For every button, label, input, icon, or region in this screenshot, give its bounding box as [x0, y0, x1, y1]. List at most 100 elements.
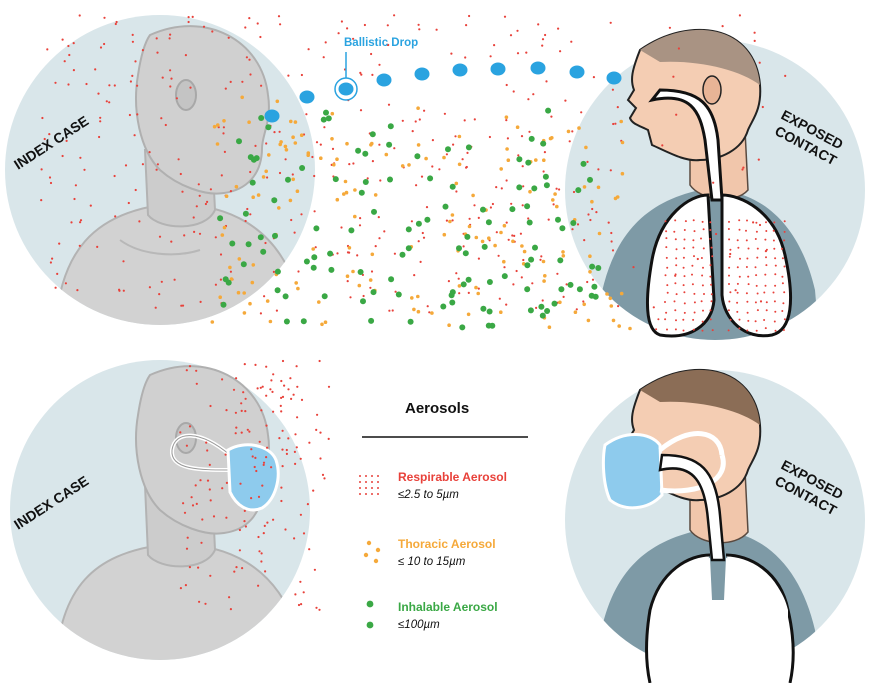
inhalable-particle: [568, 282, 574, 288]
thoracic-particle: [331, 112, 335, 116]
inhalable-particle: [461, 281, 467, 287]
respirable-particle: [363, 295, 365, 297]
thoracic-particle: [269, 320, 273, 324]
inhalable-particle: [528, 257, 534, 263]
respirable-particle: [169, 85, 171, 87]
respirable-particle: [263, 532, 265, 534]
lung-particle: [757, 309, 759, 311]
respirable-particle: [455, 272, 457, 274]
respirable-particle: [247, 429, 249, 431]
respirable-particle: [280, 410, 282, 412]
respirable-particle: [196, 205, 198, 207]
respirable-particle: [265, 142, 267, 144]
thoracic-particle: [374, 193, 378, 197]
thoracic-particle: [442, 156, 446, 160]
inhalable-particle: [540, 141, 546, 147]
inhalable-particle: [487, 309, 493, 315]
respirable-particle: [245, 525, 247, 527]
respirable-particle: [280, 397, 282, 399]
respirable-particle: [58, 243, 60, 245]
lung-particle: [739, 319, 741, 321]
respirable-particle: [142, 49, 144, 51]
respirable-particle: [264, 525, 266, 527]
lung-particle: [692, 247, 694, 249]
respirable-particle: [65, 282, 67, 284]
respirable-particle: [290, 398, 292, 400]
respirable-particle: [370, 53, 372, 55]
thoracic-particle: [553, 192, 557, 196]
lung-particle: [765, 285, 767, 287]
respirable-swatch-dot: [371, 493, 373, 495]
respirable-particle: [233, 571, 235, 573]
respirable-particle: [180, 173, 182, 175]
respirable-particle: [51, 258, 53, 260]
respirable-particle: [136, 113, 138, 115]
respirable-particle: [528, 131, 530, 133]
inhalable-particle: [528, 307, 534, 313]
respirable-particle: [318, 609, 320, 611]
respirable-particle: [125, 164, 127, 166]
inhalable-particle: [388, 276, 394, 282]
respirable-particle: [272, 373, 274, 375]
respirable-particle: [294, 463, 296, 465]
respirable-particle: [123, 290, 125, 292]
respirable-particle: [196, 503, 198, 505]
respirable-particle: [228, 37, 230, 39]
thoracic-particle: [549, 137, 553, 141]
respirable-particle: [181, 191, 183, 193]
respirable-particle: [250, 448, 252, 450]
respirable-particle: [259, 36, 261, 38]
lung-particle: [755, 320, 757, 322]
respirable-swatch-dot: [365, 481, 367, 483]
inhalable-particle: [575, 187, 581, 193]
lung-particle: [738, 219, 740, 221]
inhalable-particle: [248, 154, 254, 160]
inhalable-particle: [260, 249, 266, 255]
ballistic-drop: [453, 64, 468, 77]
respirable-particle: [282, 465, 284, 467]
inhalable-particle: [443, 204, 449, 210]
respirable-particle: [100, 46, 102, 48]
respirable-particle: [280, 405, 282, 407]
inhalable-particle: [250, 180, 256, 186]
respirable-particle: [341, 20, 343, 22]
respirable-particle: [521, 276, 523, 278]
respirable-particle: [542, 299, 544, 301]
thoracic-particle: [300, 133, 304, 137]
lung-particle: [703, 293, 705, 295]
respirable-particle: [742, 167, 744, 169]
lung-particle: [756, 285, 758, 287]
respirable-particle: [281, 449, 283, 451]
thoracic-particle: [243, 311, 247, 315]
inhalable-particle: [370, 131, 376, 137]
thoracic-particle: [211, 320, 215, 324]
respirable-particle: [279, 131, 281, 133]
thoracic-particle: [223, 226, 227, 230]
lung-particle: [684, 239, 686, 241]
respirable-particle: [135, 189, 137, 191]
respirable-particle: [158, 293, 160, 295]
respirable-particle: [541, 45, 543, 47]
lung-particle: [729, 256, 731, 258]
inhalable-particle: [387, 177, 393, 183]
respirable-particle: [340, 226, 342, 228]
thoracic-particle: [443, 233, 447, 237]
respirable-particle: [243, 520, 245, 522]
respirable-particle: [254, 457, 256, 459]
thoracic-particle: [605, 292, 609, 296]
lung-particle: [739, 276, 741, 278]
inhalable-swatch-icon: [367, 601, 374, 629]
respirable-particle: [504, 16, 506, 18]
thoracic-particle: [296, 287, 300, 291]
respirable-particle: [99, 120, 101, 122]
respirable-particle: [301, 74, 303, 76]
lung-particle: [737, 283, 739, 285]
ballistic-drop: [607, 72, 622, 85]
respirable-particle: [244, 510, 246, 512]
respirable-particle: [286, 449, 288, 451]
inhalable-particle: [427, 175, 433, 181]
respirable-particle: [535, 307, 537, 309]
respirable-particle: [282, 430, 284, 432]
thoracic-particle: [597, 186, 601, 190]
respirable-particle: [522, 185, 524, 187]
